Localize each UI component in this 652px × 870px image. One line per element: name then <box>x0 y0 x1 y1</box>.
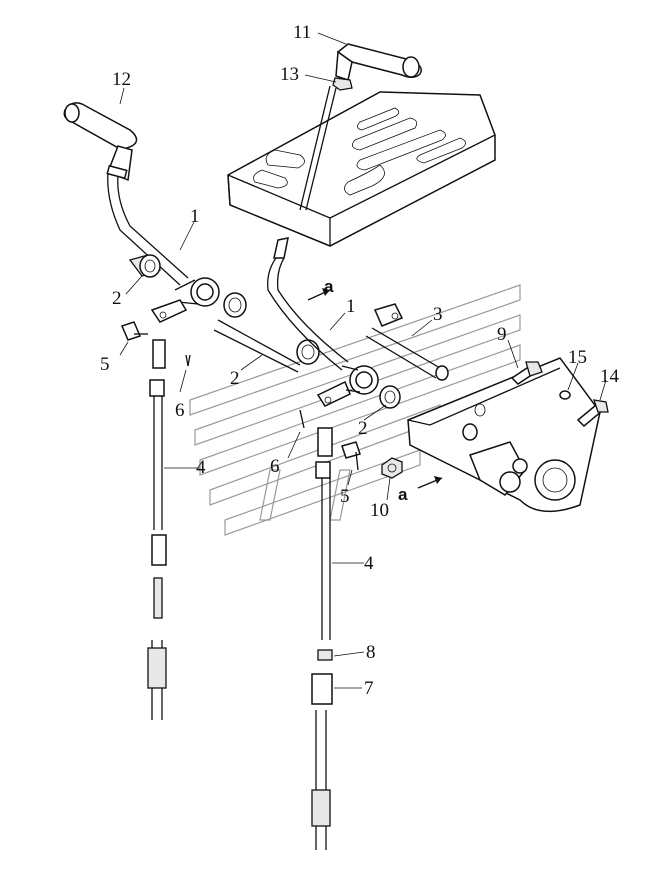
nut-10 <box>381 457 403 479</box>
label-11: 11 <box>293 22 311 43</box>
label-2-c: 2 <box>358 418 368 439</box>
pin-6-left <box>185 354 191 367</box>
label-6-center: 6 <box>270 456 280 477</box>
view-marker-a-bottom: a <box>398 485 408 504</box>
label-6-left: 6 <box>175 400 185 421</box>
label-15: 15 <box>568 347 587 368</box>
label-5-center: 5 <box>340 486 350 507</box>
lever-11 <box>299 43 422 211</box>
leader-lines <box>119 32 607 689</box>
lever-3 <box>365 303 449 381</box>
label-4-left: 4 <box>196 457 206 478</box>
rod-4-left <box>147 339 167 720</box>
nut-13 <box>332 77 353 91</box>
lever-1-left-hub <box>150 277 220 323</box>
label-4-center: 4 <box>364 553 374 574</box>
lever-12 <box>63 102 189 286</box>
rod-4-center <box>311 427 333 850</box>
pin-6-center <box>299 409 305 429</box>
label-14: 14 <box>600 366 620 387</box>
label-10: 10 <box>370 500 389 521</box>
label-2-b: 2 <box>230 368 240 389</box>
label-5-left: 5 <box>100 354 110 375</box>
label-2-a: 2 <box>112 288 122 309</box>
label-12: 12 <box>112 69 131 90</box>
bolt-9 <box>510 361 543 385</box>
bushing-2-a <box>128 254 162 278</box>
shift-console-cover <box>227 91 496 247</box>
bolt-5-center <box>341 441 361 471</box>
label-8: 8 <box>366 642 376 663</box>
bolt-14 <box>576 399 609 428</box>
label-3: 3 <box>433 304 443 325</box>
lever-1-center <box>267 237 379 407</box>
bolt-5-left <box>120 321 148 341</box>
view-arrow-a-bottom <box>417 476 443 489</box>
view-marker-a-top: a <box>324 277 334 296</box>
watermark <box>189 284 521 536</box>
label-13: 13 <box>280 64 299 85</box>
label-1-center: 1 <box>346 296 356 317</box>
view-arrow-a-top <box>307 288 331 301</box>
label-7: 7 <box>364 678 374 699</box>
bushing-2-c <box>379 385 401 409</box>
bracket-assembly <box>407 357 601 513</box>
label-1-left: 1 <box>190 206 200 227</box>
bushing-2-b <box>213 292 320 373</box>
label-9: 9 <box>497 324 507 345</box>
washer-15 <box>559 390 571 400</box>
